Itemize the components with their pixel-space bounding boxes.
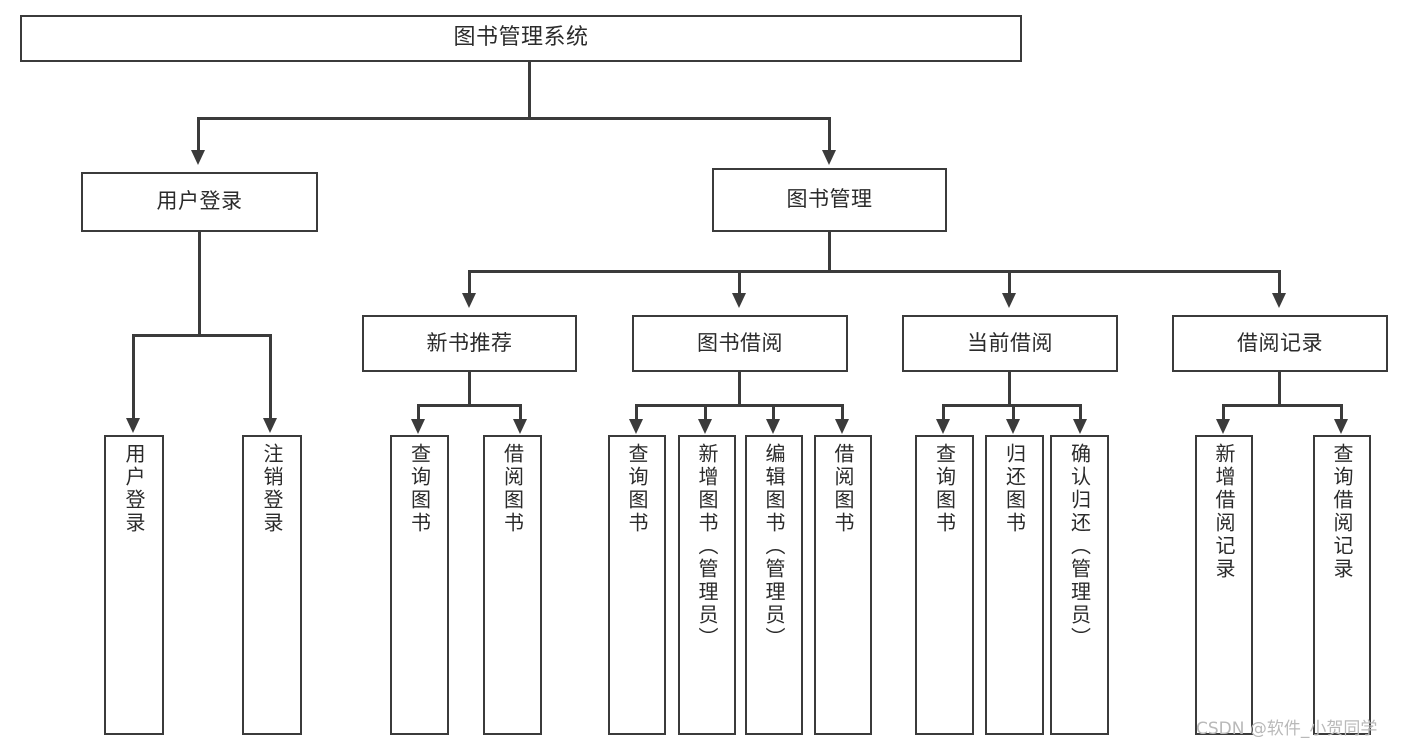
arrow-level2-0 xyxy=(462,293,476,308)
leaf-borrow-record-0[interactable]: 新增借阅记录 xyxy=(1195,435,1253,735)
connector-drop-leaf-user-login-1 xyxy=(269,334,272,418)
leaf-book-borrow-0[interactable]: 查询图书 xyxy=(608,435,666,735)
node-label: 注销登录 xyxy=(260,443,284,535)
node-label: 用户登录 xyxy=(156,189,243,214)
connector-book-borrow-bus xyxy=(635,404,843,407)
arrow-leaf-current-borrow-0 xyxy=(936,419,950,434)
node-label: 当前借阅 xyxy=(967,330,1053,355)
connector-current-borrow-stem xyxy=(1008,372,1011,406)
leaf-book-borrow-1[interactable]: 新增图书（管理员） xyxy=(678,435,736,735)
node-new-book-recommend[interactable]: 新书推荐 xyxy=(362,315,577,372)
leaf-current-borrow-1[interactable]: 归还图书 xyxy=(985,435,1044,735)
node-label: 查询借阅记录 xyxy=(1330,443,1354,581)
connector-borrow-record-stem xyxy=(1278,372,1281,406)
arrow-book-manage xyxy=(822,150,836,165)
arrow-leaf-book-borrow-3 xyxy=(835,419,849,434)
arrow-level2-1 xyxy=(732,293,746,308)
arrow-leaf-current-borrow-1 xyxy=(1006,419,1020,434)
connector-user-login-bus xyxy=(132,334,272,337)
arrow-leaf-user-login-0 xyxy=(126,418,140,433)
connector-drop-leaf-book-borrow-0 xyxy=(635,404,638,420)
node-borrow-record[interactable]: 借阅记录 xyxy=(1172,315,1388,372)
connector-main-bus xyxy=(197,117,831,120)
connector-new-book-stem xyxy=(468,372,471,406)
connector-drop-leaf-current-borrow-0 xyxy=(942,404,945,420)
arrow-leaf-current-borrow-2 xyxy=(1073,419,1087,434)
node-book-management[interactable]: 图书管理 xyxy=(712,168,947,232)
connector-user-login-stem xyxy=(198,232,201,336)
connector-drop-level2-1 xyxy=(738,270,741,294)
leaf-new-book-recommend-1[interactable]: 借阅图书 xyxy=(483,435,542,735)
connector-root-stem xyxy=(528,62,531,118)
node-label: 编辑图书（管理员） xyxy=(762,443,786,650)
node-label: 查询图书 xyxy=(407,443,432,535)
arrow-level2-2 xyxy=(1002,293,1016,308)
node-label: 新增图书（管理员） xyxy=(695,443,719,650)
arrow-leaf-borrow-record-0 xyxy=(1216,419,1230,434)
node-label: 借阅记录 xyxy=(1237,330,1323,355)
arrow-leaf-borrow-record-1 xyxy=(1334,419,1348,434)
connector-drop-leaf-new-book-0 xyxy=(417,404,420,420)
connector-drop-level2-2 xyxy=(1008,270,1011,294)
connector-drop-leaf-borrow-record-0 xyxy=(1222,404,1225,420)
connector-drop-leaf-new-book-1 xyxy=(519,404,522,420)
connector-drop-user-login xyxy=(197,117,200,150)
arrow-user-login xyxy=(191,150,205,165)
connector-drop-leaf-user-login-0 xyxy=(132,334,135,418)
leaf-user-login-0[interactable]: 用户登录 xyxy=(104,435,164,735)
node-label: 借阅图书 xyxy=(831,443,855,535)
leaf-current-borrow-0[interactable]: 查询图书 xyxy=(915,435,974,735)
connector-borrow-record-bus xyxy=(1222,404,1342,407)
node-current-borrow[interactable]: 当前借阅 xyxy=(902,315,1118,372)
connector-drop-level2-3 xyxy=(1278,270,1281,294)
node-label: 新增借阅记录 xyxy=(1212,443,1236,581)
node-label: 用户登录 xyxy=(122,443,146,535)
arrow-leaf-book-borrow-1 xyxy=(698,419,712,434)
connector-drop-level2-0 xyxy=(468,270,471,294)
leaf-user-login-1[interactable]: 注销登录 xyxy=(242,435,302,735)
node-label: 查询图书 xyxy=(625,443,649,535)
connector-level2-bus xyxy=(468,270,1280,273)
arrow-leaf-book-borrow-2 xyxy=(766,419,780,434)
leaf-book-borrow-3[interactable]: 借阅图书 xyxy=(814,435,872,735)
connector-drop-leaf-current-borrow-1 xyxy=(1012,404,1015,420)
connector-drop-book-manage xyxy=(828,117,831,150)
leaf-new-book-recommend-0[interactable]: 查询图书 xyxy=(390,435,449,735)
node-label: 确认归还（管理员） xyxy=(1067,443,1092,650)
node-user-login[interactable]: 用户登录 xyxy=(81,172,318,232)
connector-drop-leaf-book-borrow-1 xyxy=(704,404,707,420)
connector-drop-leaf-borrow-record-1 xyxy=(1340,404,1343,420)
arrow-level2-3 xyxy=(1272,293,1286,308)
node-label: 图书管理系统 xyxy=(453,25,589,51)
arrow-leaf-new-book-1 xyxy=(513,419,527,434)
connector-drop-leaf-book-borrow-3 xyxy=(841,404,844,420)
connector-drop-leaf-current-borrow-2 xyxy=(1079,404,1082,420)
node-label: 图书借阅 xyxy=(697,330,783,355)
connector-new-book-bus xyxy=(417,404,521,407)
node-label: 借阅图书 xyxy=(500,443,525,535)
node-label: 查询图书 xyxy=(932,443,957,535)
arrow-leaf-book-borrow-0 xyxy=(629,419,643,434)
connector-book-manage-stem xyxy=(828,232,831,272)
connector-drop-leaf-book-borrow-2 xyxy=(772,404,775,420)
node-label: 图书管理 xyxy=(786,187,873,212)
arrow-leaf-user-login-1 xyxy=(263,418,277,433)
leaf-book-borrow-2[interactable]: 编辑图书（管理员） xyxy=(745,435,803,735)
connector-current-borrow-bus xyxy=(942,404,1081,407)
leaf-current-borrow-2[interactable]: 确认归还（管理员） xyxy=(1050,435,1109,735)
csdn-watermark: CSDN @软件_小贺同学 xyxy=(1196,719,1378,739)
node-label: 新书推荐 xyxy=(426,330,513,355)
leaf-borrow-record-1[interactable]: 查询借阅记录 xyxy=(1313,435,1371,735)
node-root-system[interactable]: 图书管理系统 xyxy=(20,15,1022,62)
connector-book-borrow-stem xyxy=(738,372,741,406)
arrow-leaf-new-book-0 xyxy=(411,419,425,434)
node-label: 归还图书 xyxy=(1002,443,1027,535)
node-book-borrow[interactable]: 图书借阅 xyxy=(632,315,848,372)
